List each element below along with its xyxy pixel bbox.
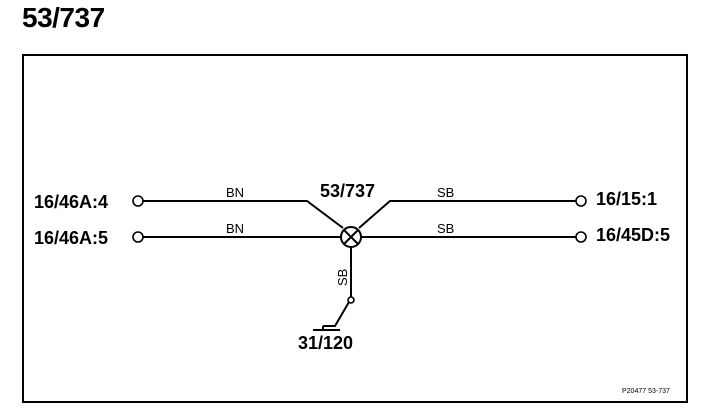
wire-color-right-bottom: SB xyxy=(437,221,454,236)
wire-left-top xyxy=(143,200,344,229)
connector-right-top-label: 16/15:1 xyxy=(596,189,657,209)
splice-icon xyxy=(340,226,362,248)
switch-contact xyxy=(347,296,355,304)
wire-color-left-top: BN xyxy=(226,185,244,200)
terminal-left-top xyxy=(132,195,144,207)
connector-left-top-label: 16/46A:4 xyxy=(34,192,108,212)
wire-color-left-bottom: BN xyxy=(226,221,244,236)
terminal-right-bottom xyxy=(575,231,587,243)
terminal-left-bottom xyxy=(132,231,144,243)
ground-symbol xyxy=(313,326,340,331)
wire-color-down: SB xyxy=(335,269,350,286)
connector-right-bottom-label: 16/45D:5 xyxy=(596,225,670,245)
ground-connector-label: 31/120 xyxy=(298,333,353,353)
connector-left-bottom-label: 16/46A:5 xyxy=(34,228,108,248)
wire-color-right-top: SB xyxy=(437,185,454,200)
terminal-right-top xyxy=(575,195,587,207)
page-title: 53/737 xyxy=(22,2,105,33)
ground-switch-lever xyxy=(323,301,350,327)
splice-label: 53/737 xyxy=(320,181,375,201)
diagram-frame xyxy=(22,54,688,403)
wire-right-top xyxy=(358,200,576,229)
reference-number: P20477 53-737 xyxy=(622,388,670,395)
